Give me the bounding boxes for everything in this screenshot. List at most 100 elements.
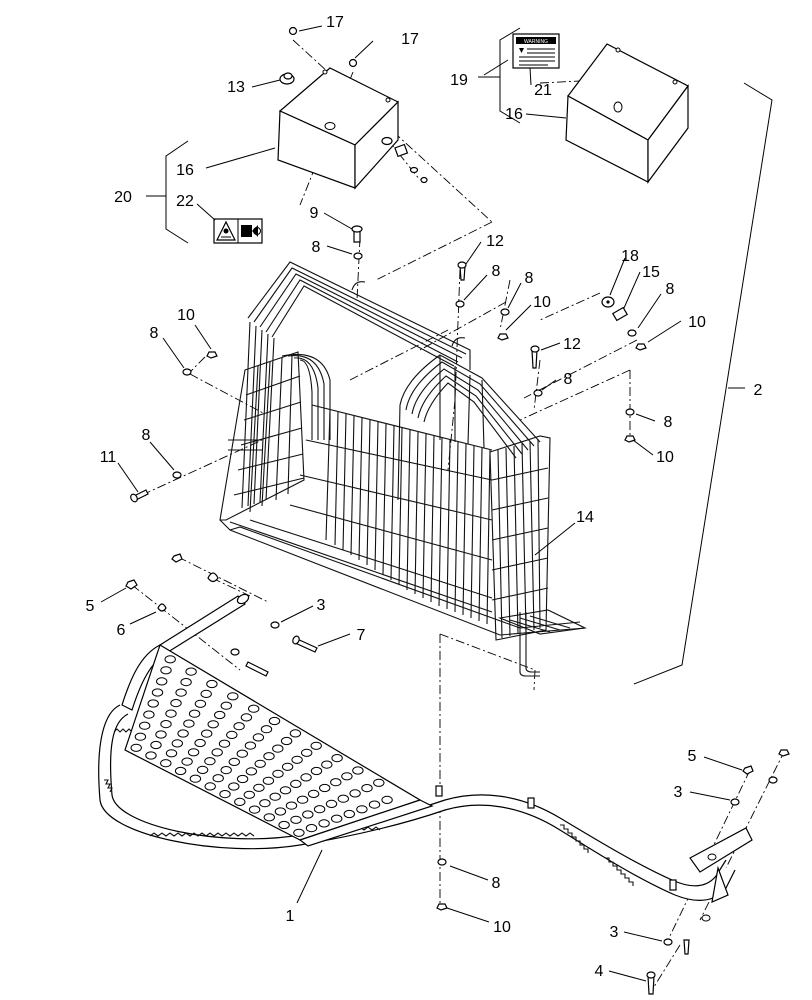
tread-hole	[243, 790, 256, 799]
callout-22: 22	[176, 193, 194, 210]
tread-hole	[260, 725, 273, 734]
tread-hole	[280, 736, 293, 746]
tread-hole	[194, 699, 207, 708]
bracket-item-20	[146, 140, 189, 244]
tread-hole	[218, 739, 231, 748]
callout-3: 3	[610, 924, 619, 941]
tread-hole	[248, 704, 260, 713]
tread-hole	[279, 786, 292, 795]
tread-hole	[318, 819, 330, 828]
tread-hole	[206, 679, 218, 689]
tread-hole	[240, 713, 253, 722]
tread-hole	[281, 762, 294, 771]
tread-hole	[183, 719, 195, 728]
tread-hole	[343, 809, 355, 819]
tread-hole	[207, 720, 219, 729]
callout-8: 8	[142, 427, 151, 444]
tread-hole	[248, 805, 261, 814]
tread-hole	[175, 688, 187, 697]
tread-hole	[381, 795, 393, 805]
tread-hole	[233, 722, 245, 731]
callout-16: 16	[505, 106, 523, 123]
tread-hole	[164, 655, 176, 664]
tread-hole	[313, 805, 326, 814]
tread-hole	[278, 820, 290, 830]
tread-hole	[263, 813, 275, 822]
callout-5: 5	[688, 748, 697, 765]
tread-hole	[155, 730, 167, 739]
tread-hole	[319, 783, 331, 793]
tread-hole	[234, 797, 246, 807]
callout-13: 13	[227, 79, 245, 96]
callout-8: 8	[525, 270, 534, 287]
callout-21: 21	[534, 82, 552, 99]
tread-hole	[130, 743, 142, 752]
callout-8: 8	[564, 371, 573, 388]
tread-hole	[147, 699, 159, 708]
bracket-item-19	[478, 27, 521, 124]
tread-hole	[259, 799, 271, 808]
tread-hole	[263, 752, 275, 761]
callout-8: 8	[492, 875, 501, 892]
tread-hole	[325, 799, 338, 809]
callout-10: 10	[493, 919, 511, 936]
warning-decal-header: WARNING	[524, 39, 548, 45]
bracket-item-2	[633, 82, 773, 685]
tread-hole	[269, 792, 281, 801]
tread-hole	[220, 701, 233, 710]
tread-hole	[310, 741, 322, 750]
cover-hardware-left	[279, 26, 428, 184]
tread-hole	[187, 748, 200, 757]
tread-hole	[245, 767, 258, 776]
tread-hole	[274, 807, 287, 816]
tread-hole	[160, 720, 172, 729]
callout-7: 7	[357, 627, 366, 644]
tread-hole	[177, 729, 189, 738]
tread-hole	[151, 688, 164, 697]
tread-hole	[134, 732, 147, 741]
callout-12: 12	[486, 233, 504, 250]
tread-hole	[150, 740, 162, 750]
tread-hole	[290, 779, 302, 789]
tread-hole	[285, 801, 298, 810]
tread-hole	[181, 757, 193, 766]
callout-5: 5	[86, 598, 95, 615]
tread-hole	[211, 748, 223, 757]
callout-18: 18	[621, 248, 639, 265]
center-lines	[131, 39, 786, 991]
callout-17: 17	[401, 31, 419, 48]
tread-hole	[302, 810, 314, 819]
tread-hole	[165, 709, 177, 718]
tread-hole	[244, 741, 257, 750]
cover-panel-left	[277, 67, 400, 190]
callout-11: 11	[100, 449, 117, 466]
tread-hole	[160, 666, 172, 675]
callout-3: 3	[317, 597, 326, 614]
tread-hole	[307, 789, 320, 799]
leader-lines	[100, 25, 745, 982]
tread-hole	[145, 751, 157, 760]
callout-19: 19	[450, 72, 468, 89]
tread-hole	[204, 757, 216, 766]
tread-hole	[214, 710, 226, 720]
pictorial-decal	[213, 218, 263, 244]
tread-hole	[289, 729, 302, 738]
tread-hole	[194, 738, 206, 748]
tread-hole	[156, 677, 168, 686]
callout-17: 17	[326, 14, 344, 31]
callout-12: 12	[563, 336, 581, 353]
tread-hole	[321, 760, 333, 769]
warning-decal: WARNING	[512, 33, 560, 69]
callout-10: 10	[177, 307, 195, 324]
tread-hole	[331, 754, 343, 763]
tread-hole	[219, 790, 231, 799]
tread-hole	[171, 739, 184, 748]
callout-8: 8	[492, 263, 501, 280]
callout-8: 8	[664, 414, 673, 431]
cover-panel-right	[565, 43, 689, 184]
tread-hole	[254, 759, 266, 768]
tread-hole	[165, 749, 178, 758]
callout-3: 3	[674, 784, 683, 801]
callout-1: 1	[286, 908, 295, 925]
tread-hole	[330, 778, 342, 787]
